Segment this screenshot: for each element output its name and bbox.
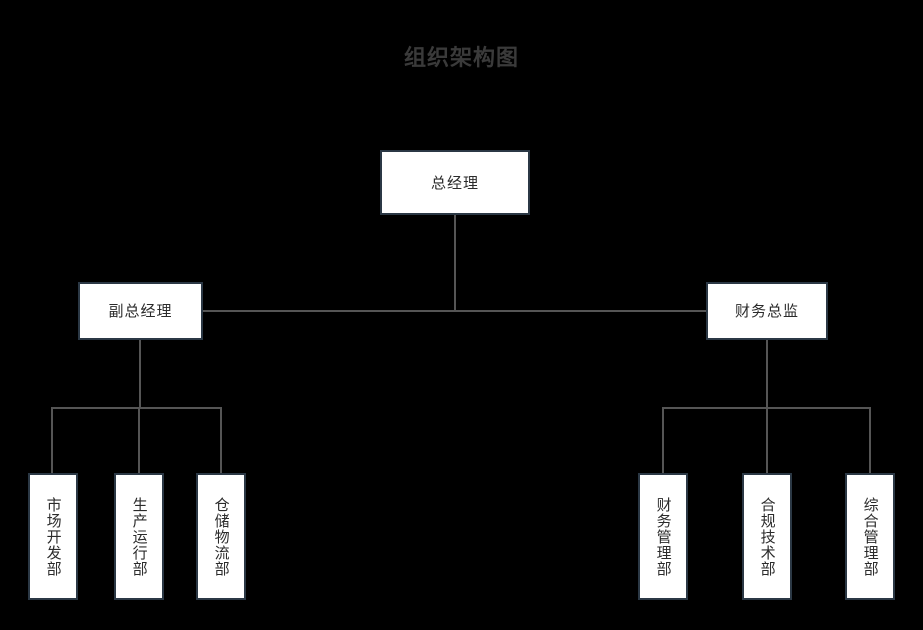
connector-right-child-2 (766, 407, 768, 474)
connector-right-child-1 (662, 407, 664, 474)
org-node-ceo[interactable]: 总经理 (380, 150, 530, 215)
org-node-marketing-development-dept[interactable]: 市场开发部 (28, 473, 78, 600)
org-node-financial-director[interactable]: 财务总监 (706, 282, 828, 340)
connector-left-child-3 (220, 407, 222, 474)
connector-left-bus (51, 407, 222, 409)
org-node-compliance-technology-dept[interactable]: 合规技术部 (742, 473, 792, 600)
connector-ceo-trunk (454, 215, 456, 311)
connector-left-child-1 (51, 407, 53, 474)
connector-right-child-3 (869, 407, 871, 474)
connector-level2-bus (203, 310, 706, 312)
org-node-general-management-dept[interactable]: 综合管理部 (845, 473, 895, 600)
org-node-financial-management-dept[interactable]: 财务管理部 (638, 473, 688, 600)
connector-deputy-stem (139, 340, 141, 408)
page-title: 组织架构图 (403, 46, 519, 71)
org-node-production-operations-dept[interactable]: 生产运行部 (114, 473, 164, 600)
connector-cfo-stem (766, 340, 768, 408)
org-node-deputy-general-manager[interactable]: 副总经理 (78, 282, 203, 340)
connector-left-child-2 (138, 407, 140, 474)
org-node-warehousing-logistics-dept[interactable]: 仓储物流部 (196, 473, 246, 600)
